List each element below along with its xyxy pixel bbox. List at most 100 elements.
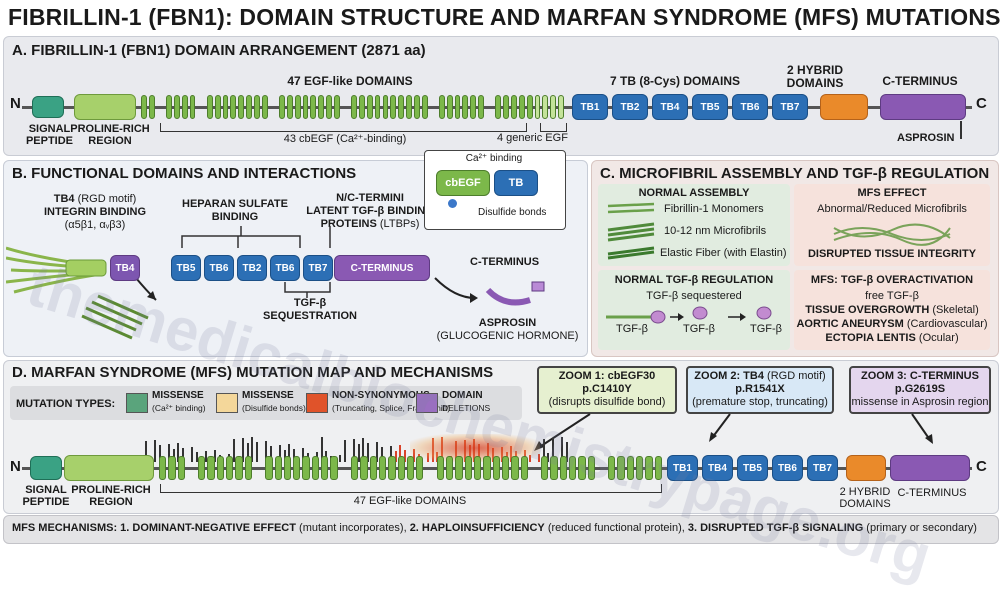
egf-domain	[378, 456, 387, 480]
panel-a-title: A. FIBRILLIN-1 (FBN1) DOMAIN ARRANGEMENT…	[12, 42, 426, 59]
inset-disulfide-label: Disulfide bonds	[478, 207, 547, 218]
egf-domain	[541, 456, 549, 480]
hybrid-header-line2: DOMAINS	[786, 76, 844, 90]
mech1-bold: MFS MECHANISMS: 1. DOMINANT-NEGATIVE EFF…	[12, 522, 296, 534]
tb-b-tb4-0: TB4	[110, 255, 140, 281]
egf-domain	[421, 95, 428, 119]
egf-domain	[279, 95, 285, 119]
egf-domain	[470, 95, 477, 119]
heparan-line1: HEPARAN SULFATE	[182, 198, 288, 210]
egf-domain	[330, 456, 338, 480]
mutation-tick	[265, 441, 267, 462]
egf-domain	[177, 456, 185, 480]
n-terminus-label-d: N	[10, 458, 21, 475]
mutation-tick	[196, 452, 198, 462]
egf-domain	[520, 456, 528, 480]
mfs-effect-title: MFS EFFECT	[857, 187, 927, 199]
proline-label-2: REGION	[88, 135, 132, 147]
egf-domain	[626, 456, 635, 480]
cbegf-note: 43 cbEGF (Ca²⁺-binding)	[283, 133, 407, 145]
overgrowth-rest: (Skeletal)	[929, 304, 979, 316]
zoom1-box: ZOOM 1: cbEGF30 p.C1410Y (disrupts disul…	[537, 366, 677, 414]
mutation-tick	[233, 439, 235, 462]
egf-domain	[265, 456, 273, 480]
mutation-tick	[270, 446, 272, 462]
egf-domain	[617, 456, 625, 480]
legend-entry: MISSENSE(Disulfide bonds)	[242, 390, 306, 414]
egf-bracket-d	[160, 484, 662, 493]
nc-line3-bold: PROTEINS	[320, 218, 377, 230]
proline-rich-domain-d	[64, 455, 154, 481]
legend-head: MISSENSE	[242, 390, 294, 401]
tgf-sequestration-bracket	[284, 282, 331, 298]
egf-domain	[253, 95, 260, 119]
mutation-tick	[279, 445, 281, 462]
mutation-tick	[242, 438, 244, 462]
asprosin-label-a: ASPROSIN	[897, 132, 955, 144]
aortic-rest: (Cardiovascular)	[903, 318, 988, 330]
asprosin-cleavage-illustration	[434, 277, 545, 306]
egf-domain	[416, 456, 424, 480]
signal-d-2: PEPTIDE	[22, 496, 70, 508]
mutation-legend: MISSENSE(Ca²⁺ binding)MISSENSE(Disulfide…	[126, 390, 516, 418]
c-terminus-domain-a	[880, 94, 966, 120]
mutation-tick	[251, 437, 253, 462]
inset-cbegf: cbEGF	[436, 170, 490, 196]
proline-rich-label: PROLINE-RICH REGION	[70, 123, 150, 147]
mutation-tick	[376, 442, 378, 462]
legend-head: DOMAIN	[442, 390, 483, 401]
mutation-tick	[302, 448, 304, 462]
egf-domain	[216, 456, 225, 480]
asprosin-line2: (GLUCOGENIC HORMONE)	[436, 330, 579, 342]
egf-domain	[445, 456, 454, 480]
egf-domain	[406, 95, 412, 119]
mutation-tick	[154, 440, 156, 462]
hybrid-d-2: DOMAINS	[839, 498, 891, 510]
egf-domain	[455, 456, 463, 480]
aortic-bold: AORTIC ANEURYSM	[796, 318, 904, 330]
panel-b-title: B. FUNCTIONAL DOMAINS AND INTERACTIONS	[12, 165, 357, 182]
zoom3-box: ZOOM 3: C-TERMINUS p.G2619S missense in …	[849, 366, 991, 414]
egf-domain	[302, 456, 310, 480]
egf-domain	[166, 95, 172, 119]
egf-domain	[360, 456, 368, 480]
egf-domain	[198, 456, 206, 480]
proline-label-1: PROLINE-RICH	[70, 123, 150, 135]
mfs-effect-box	[794, 184, 990, 266]
tgf-seq-line2: SEQUESTRATION	[263, 310, 357, 322]
tb-b-tb7-5: TB7	[303, 255, 333, 281]
ltbp-label: N/C-TERMINI LATENT TGF-β BINDING PROTEIN…	[300, 192, 440, 231]
mutation-tick	[205, 451, 207, 462]
egf-domain	[238, 95, 245, 119]
c-terminus-label: C	[976, 95, 987, 112]
mfs-overactivation-box	[794, 270, 990, 350]
mutation-tick	[399, 445, 401, 462]
egf-domain	[235, 456, 243, 480]
tb-b-tb2-3: TB2	[237, 255, 267, 281]
egf-domain	[310, 95, 317, 119]
mutation-tick	[344, 440, 346, 462]
egf-domain	[293, 456, 301, 480]
mutation-tick	[145, 441, 147, 462]
cbegf-bracket	[160, 123, 527, 132]
egf-label-d: 47 EGF-like DOMAINS	[353, 495, 467, 507]
integrin-label: INTEGRIN BINDING	[43, 206, 147, 218]
mutation-tick	[362, 438, 364, 462]
egf-domain	[587, 456, 595, 480]
egf-domain	[141, 95, 147, 119]
free-cterm-label: C-TERMINUS	[470, 256, 540, 268]
monomers-label: Fibrillin-1 Monomers	[664, 203, 764, 215]
egf-domain	[542, 95, 549, 119]
mutation-tick	[321, 437, 323, 462]
zoom2-title-rest: (RGD motif)	[763, 370, 826, 382]
egf-domain	[302, 95, 309, 119]
tb-domain-tb6: TB6	[732, 94, 768, 120]
egf-domain	[501, 456, 510, 480]
tb-domain-tb1: TB1	[667, 455, 698, 481]
egf-domain	[326, 95, 332, 119]
abnormal-microfibrils-label: Abnormal/Reduced Microfibrils	[817, 203, 967, 215]
mech2-rest: (reduced functional protein),	[544, 522, 688, 534]
egf-domain	[483, 456, 491, 480]
tb-domain-tb7: TB7	[807, 455, 838, 481]
mutation-tick	[390, 446, 392, 462]
